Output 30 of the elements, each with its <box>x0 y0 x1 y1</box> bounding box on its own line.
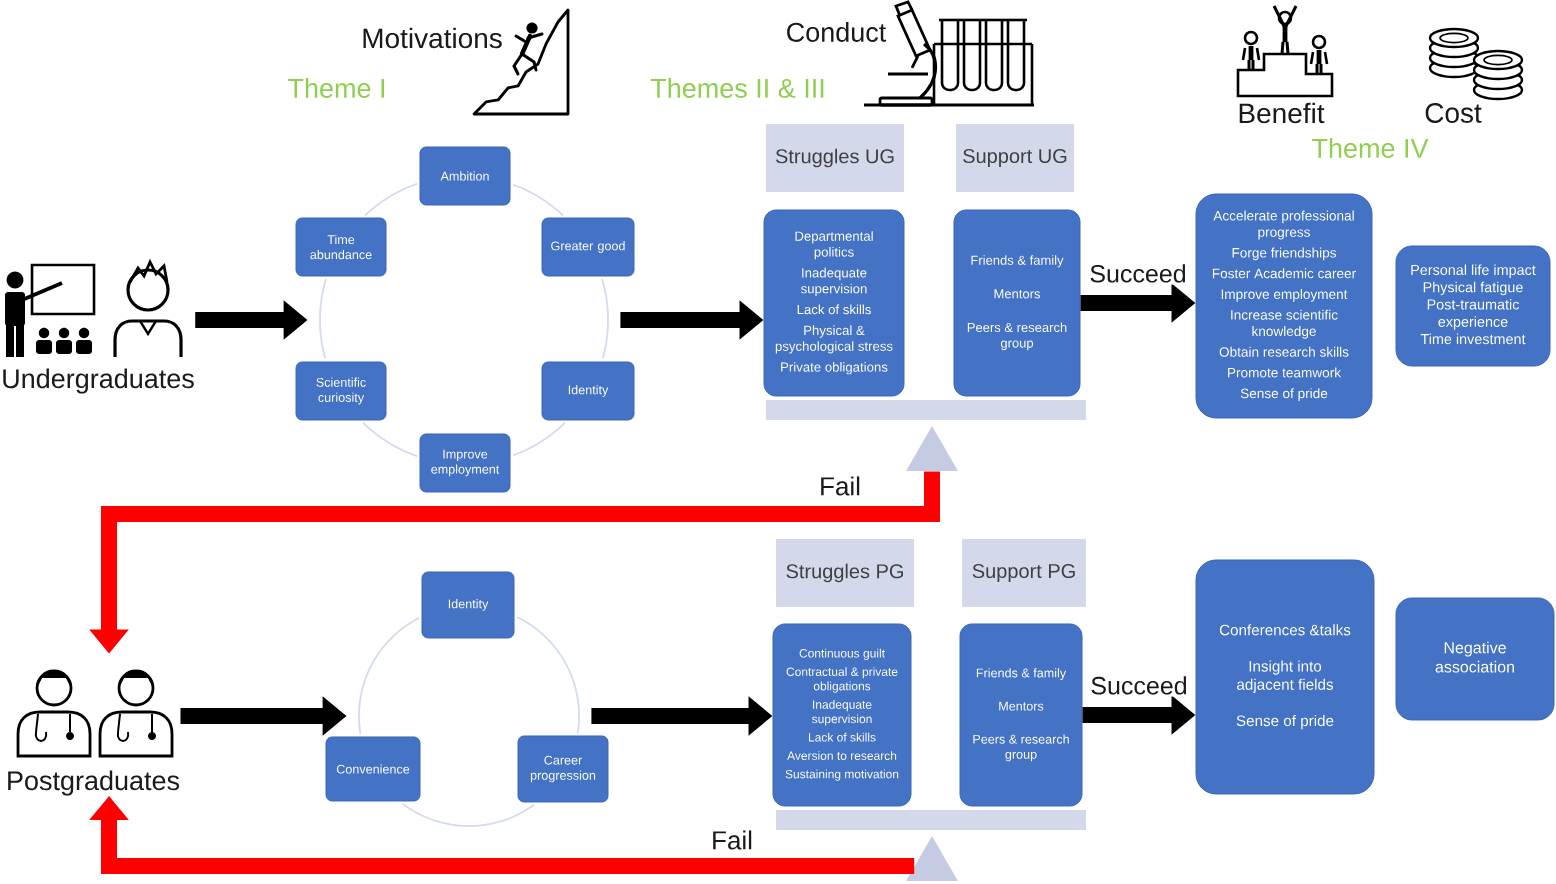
heading: Conduct <box>787 22 887 42</box>
list-box <box>772 623 912 807</box>
header-box: Struggles PG <box>776 539 914 607</box>
theme-label: Theme IV <box>1312 138 1429 158</box>
edge-label: Fail <box>817 474 863 498</box>
theme-label: Themes II & III <box>650 78 824 98</box>
header-box: Struggles UG <box>766 124 904 192</box>
list-box <box>1195 559 1375 795</box>
list-box <box>1195 193 1373 419</box>
header-box: Support UG <box>956 124 1074 192</box>
list-box <box>953 209 1081 397</box>
list-box <box>1395 597 1555 721</box>
theme-label: Theme I <box>288 78 384 98</box>
edge-label: Succeed <box>1088 674 1190 697</box>
header-box: Support PG <box>962 539 1086 607</box>
list-box <box>763 209 905 397</box>
caption: Postgraduates <box>8 770 180 796</box>
balance-beam <box>766 400 1086 420</box>
fulcrum-triangle <box>906 836 958 881</box>
edge-label: Fail <box>709 828 755 852</box>
column-heading: Cost <box>1425 103 1482 123</box>
column-heading: Benefit <box>1239 102 1325 124</box>
list-box <box>1395 245 1551 367</box>
edge-label: Succeed <box>1087 262 1189 285</box>
list-box <box>959 623 1083 807</box>
caption: Undergraduates <box>3 368 194 394</box>
balance-beam <box>776 810 1086 830</box>
list-item: Negative association <box>1435 641 1514 673</box>
fulcrum-triangle <box>906 426 958 471</box>
heading: Motivations <box>363 27 502 49</box>
